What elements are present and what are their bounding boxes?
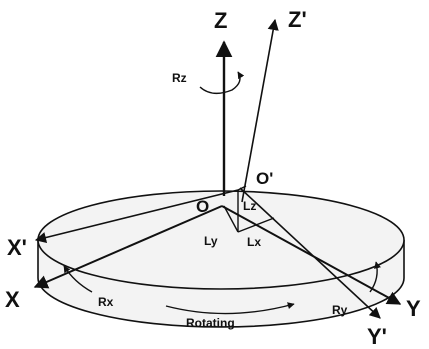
origin-o-prime-label: O' <box>256 169 273 188</box>
x-label: X <box>5 287 20 312</box>
z-prime-label: Z' <box>288 7 307 32</box>
rz-rotation-arrow <box>199 71 245 95</box>
y-label: Y <box>406 296 421 321</box>
offset-lines <box>223 185 275 233</box>
y-prime-label: Y' <box>367 324 387 349</box>
ry-rotation-arrow <box>369 261 381 293</box>
origin-o-label: O <box>196 197 209 216</box>
x-prime-label: X' <box>7 235 27 260</box>
rotating-caption: Rotating <box>186 316 235 330</box>
z-prime-axis <box>241 18 279 203</box>
rz-label: Rz <box>172 71 187 85</box>
rx-rotation-arrow <box>63 265 93 293</box>
ly-label: Ly <box>204 234 218 248</box>
z-label: Z <box>214 8 227 33</box>
lz-label: Lz <box>243 199 256 213</box>
x-prime-axis <box>34 189 239 244</box>
rotating-arrow <box>165 302 295 315</box>
ry-label: Ry <box>332 303 348 317</box>
lx-label: Lx <box>247 235 261 249</box>
rx-label: Rx <box>98 295 114 309</box>
y-prime-axis <box>239 187 381 319</box>
x-axis <box>33 205 223 289</box>
rotating-disk <box>37 190 405 328</box>
